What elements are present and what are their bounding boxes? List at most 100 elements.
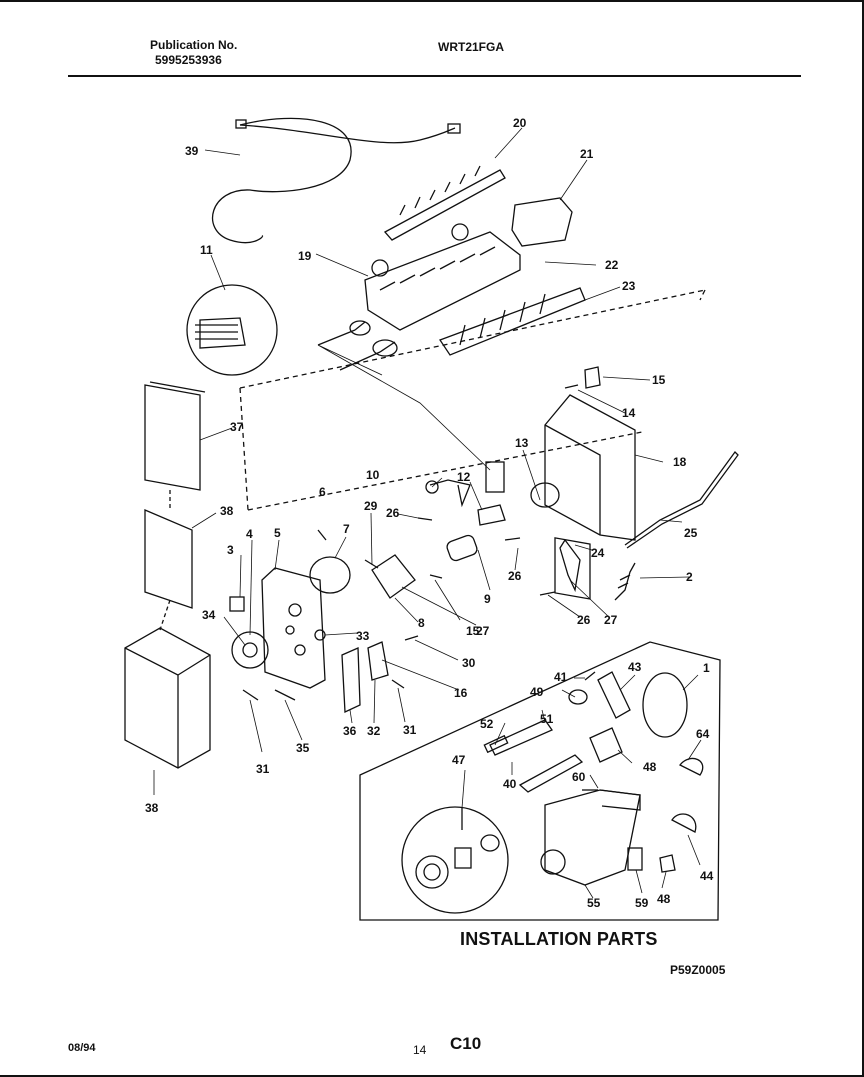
wire-harness-lead xyxy=(239,124,456,144)
screw-29b xyxy=(404,635,419,641)
callout: 6 xyxy=(319,485,326,499)
harness-connector-2 xyxy=(447,123,461,134)
callout: 9 xyxy=(484,592,491,606)
callout: 37 xyxy=(230,420,244,434)
callout: 24 xyxy=(591,546,605,560)
mold-mount-left xyxy=(371,259,389,277)
header-rule xyxy=(68,75,801,77)
figure-code: P59Z0005 xyxy=(670,963,726,977)
callout: 5 xyxy=(274,526,281,540)
callout: 3 xyxy=(227,543,234,557)
callout: 59 xyxy=(635,896,649,910)
clamp-44 xyxy=(671,813,697,833)
callout: 26 xyxy=(386,506,400,520)
screw-30 xyxy=(391,679,405,689)
callout: 35 xyxy=(296,741,310,755)
callout: 49 xyxy=(530,685,544,699)
footer-page-number: 14 xyxy=(413,1043,427,1057)
callout: 38 xyxy=(220,504,234,518)
screw-6 xyxy=(317,529,327,541)
probe-right-cap xyxy=(372,339,398,357)
spring-11 xyxy=(477,504,506,526)
bearing-part xyxy=(511,197,573,247)
callout: 4 xyxy=(246,527,253,541)
callout: 23 xyxy=(622,279,636,293)
insert-48b xyxy=(659,854,676,873)
switch-part xyxy=(371,554,416,599)
callout: 27 xyxy=(476,624,490,638)
callout: 15 xyxy=(466,624,480,638)
callout: 43 xyxy=(628,660,642,674)
callout: 31 xyxy=(403,723,417,737)
strainer-body xyxy=(454,847,472,869)
callout: 52 xyxy=(480,717,494,731)
callout: 38 xyxy=(145,801,159,815)
callout-labels: 39 20 21 11 19 22 23 15 14 13 18 25 37 3… xyxy=(145,116,714,910)
clamp-64 xyxy=(679,757,704,776)
screw-26b xyxy=(504,537,521,541)
bracket-32 xyxy=(341,647,361,713)
callout: 21 xyxy=(580,147,594,161)
gear-hub xyxy=(242,642,258,658)
connector-block xyxy=(485,461,505,493)
leader-lines xyxy=(153,127,702,899)
timer-motor-part xyxy=(309,556,351,594)
motor-13 xyxy=(530,482,560,508)
page-border-bottom xyxy=(0,1075,864,1077)
connector-detail-circle xyxy=(186,284,278,376)
callout: 16 xyxy=(454,686,468,700)
callout: 7 xyxy=(343,522,350,536)
nut-49 xyxy=(568,689,588,705)
callout: 36 xyxy=(343,724,357,738)
manual-37-page xyxy=(149,381,206,393)
bracket-15 xyxy=(584,366,601,389)
page-border-right xyxy=(862,0,864,1077)
callout: 41 xyxy=(554,670,568,684)
model-number: WRT21FGA xyxy=(438,40,504,54)
bracket-31 xyxy=(367,641,389,681)
callout: 30 xyxy=(462,656,476,670)
callout: 32 xyxy=(367,724,381,738)
callout: 34 xyxy=(202,608,216,622)
plate-hole-2 xyxy=(285,625,295,635)
ring-1 xyxy=(642,672,688,738)
callout: 1 xyxy=(703,661,710,675)
gear-shaft-9 xyxy=(446,534,478,562)
callout: 48 xyxy=(643,760,657,774)
probe-left-cap xyxy=(349,320,371,336)
callout: 13 xyxy=(515,436,529,450)
diagram-linework xyxy=(124,117,739,921)
cam-10 xyxy=(429,479,471,508)
callout: 18 xyxy=(673,455,687,469)
heater-part xyxy=(439,287,586,356)
screw-34 xyxy=(274,689,296,701)
callout: 39 xyxy=(185,144,199,158)
plate-hole-1 xyxy=(288,603,302,617)
washer-33 xyxy=(314,629,326,641)
callout: 64 xyxy=(696,727,710,741)
water-valve-part xyxy=(544,789,641,886)
page-border-top xyxy=(0,0,864,2)
strainer-inner xyxy=(423,863,441,881)
wire-harness-part xyxy=(212,117,352,244)
installation-parts-heading: INSTALLATION PARTS xyxy=(460,929,658,949)
gear-part xyxy=(231,631,269,669)
strainer-washer xyxy=(480,834,500,852)
callout: 11 xyxy=(200,243,213,257)
connector-detail xyxy=(195,317,246,349)
callout: 60 xyxy=(572,770,586,784)
mold-part xyxy=(364,231,521,331)
callout: 12 xyxy=(457,470,471,484)
plate-hole-3 xyxy=(294,644,306,656)
callout: 40 xyxy=(503,777,517,791)
publication-label: Publication No. xyxy=(150,38,238,52)
screw-27 xyxy=(429,574,443,579)
callout: 48 xyxy=(657,892,671,906)
harness-connector xyxy=(235,119,247,129)
callout: 31 xyxy=(256,762,270,776)
footer-section-code: C10 xyxy=(450,1034,482,1053)
callout: 47 xyxy=(452,753,466,767)
probe-left xyxy=(317,321,366,346)
callout: 26 xyxy=(508,569,522,583)
